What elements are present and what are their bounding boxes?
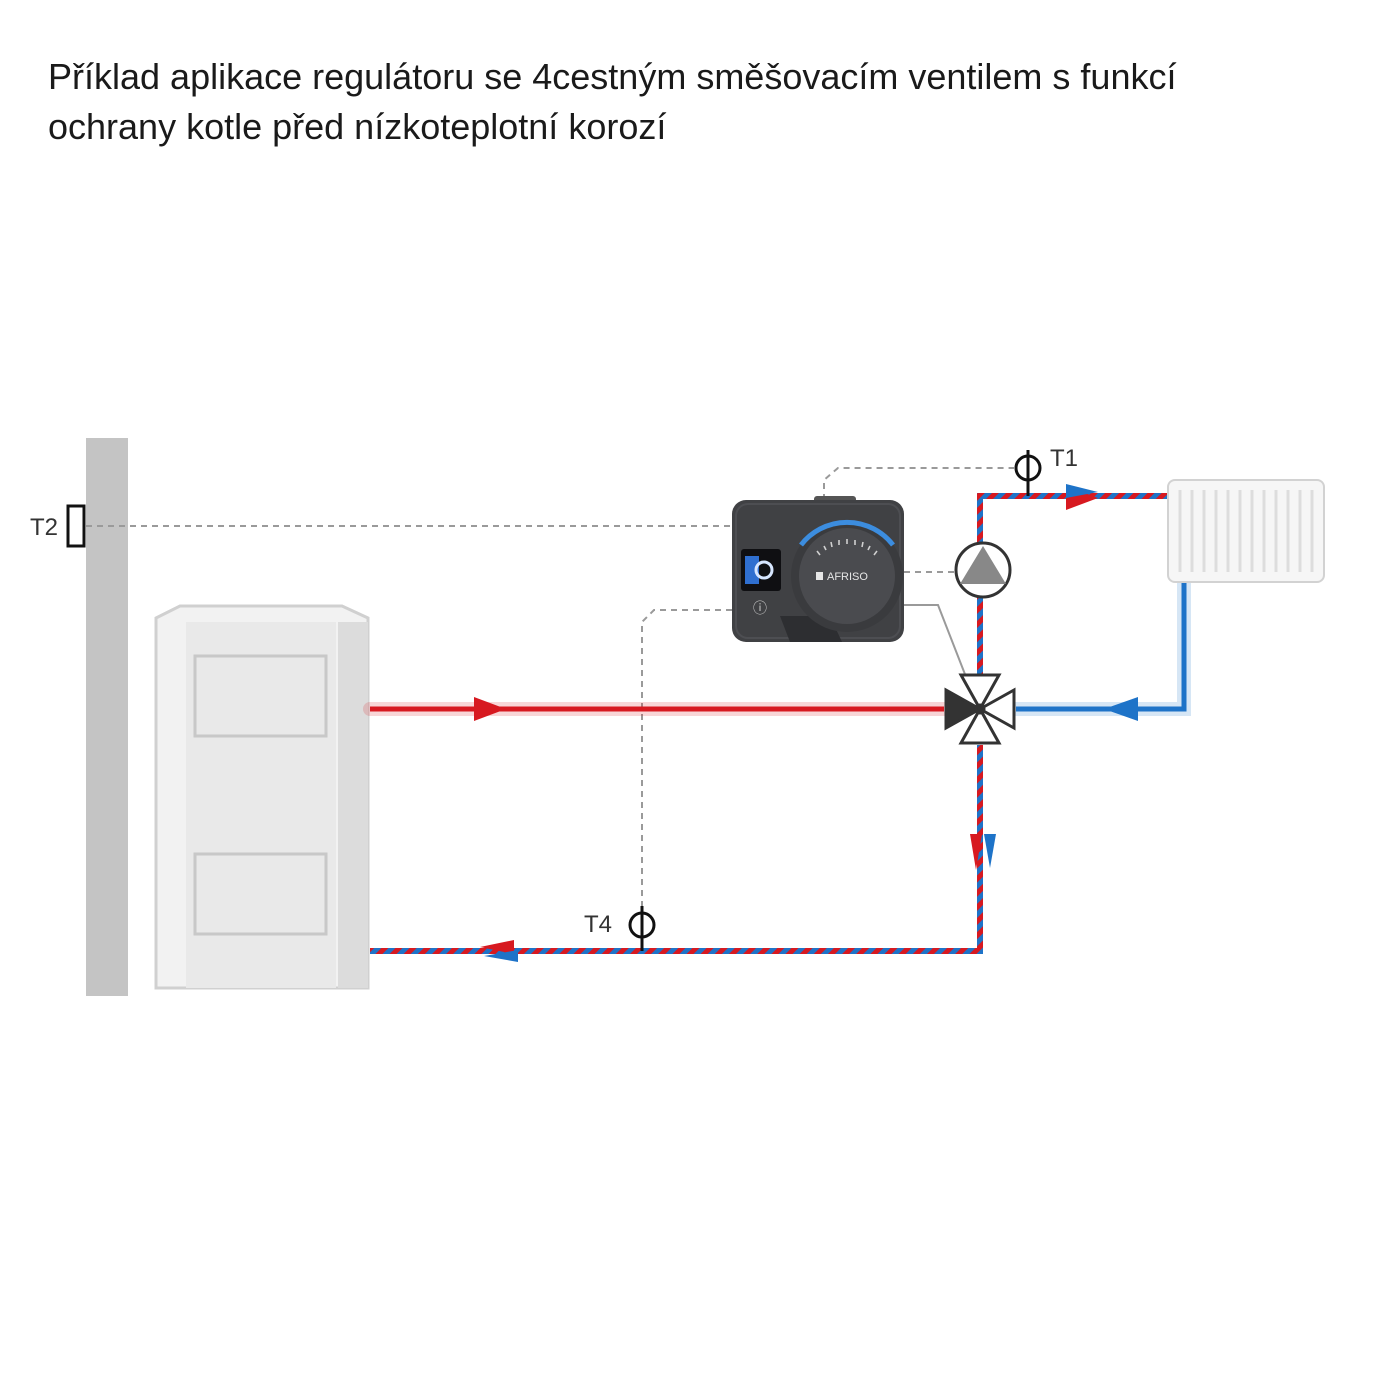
t2-sensor-icon [66,504,86,548]
return-arrow [1104,697,1138,721]
t4-label: T4 [584,911,612,938]
mixing-valve-icon [944,673,1016,745]
t1-sensor-icon [1014,450,1042,496]
mixed-return-pipe [370,745,983,954]
actuator-wire [904,604,969,683]
down-arrow-red [970,834,982,870]
t1-label: T1 [1050,445,1078,472]
controller-brand: AFRISO [827,571,868,583]
mixed-supply-pipe [977,493,1168,674]
boiler-upper-door [193,654,328,738]
title-line-1: Příklad aplikace regulátoru se 4cestným … [48,56,1177,97]
supply-arrow [474,697,506,721]
page-title: Příklad aplikace regulátoru se 4cestným … [48,52,1348,152]
boiler-return-arrow-blue [484,950,518,962]
radiator-return-pipe [1016,582,1187,712]
down-arrow-blue [984,834,996,868]
t4-sensor-icon [628,906,656,951]
t1-wire [823,467,1014,500]
controller: ⓘ AFRISO [732,496,904,642]
supply-flow-arrow-blue [1066,484,1098,498]
title-line-2: ochrany kotle před nízkoteplotní korozí [48,106,667,147]
info-icon: ⓘ [753,601,767,617]
pump-icon [954,541,1012,599]
t4-wire [641,609,732,910]
boiler-lower-door [193,852,328,936]
boiler [154,604,370,990]
wall [86,438,128,996]
controller-knob: AFRISO [791,519,903,632]
t2-label: T2 [30,514,58,541]
boiler-return-arrow-red [480,940,514,954]
signal-wires [86,467,1014,910]
radiator [1167,479,1325,583]
